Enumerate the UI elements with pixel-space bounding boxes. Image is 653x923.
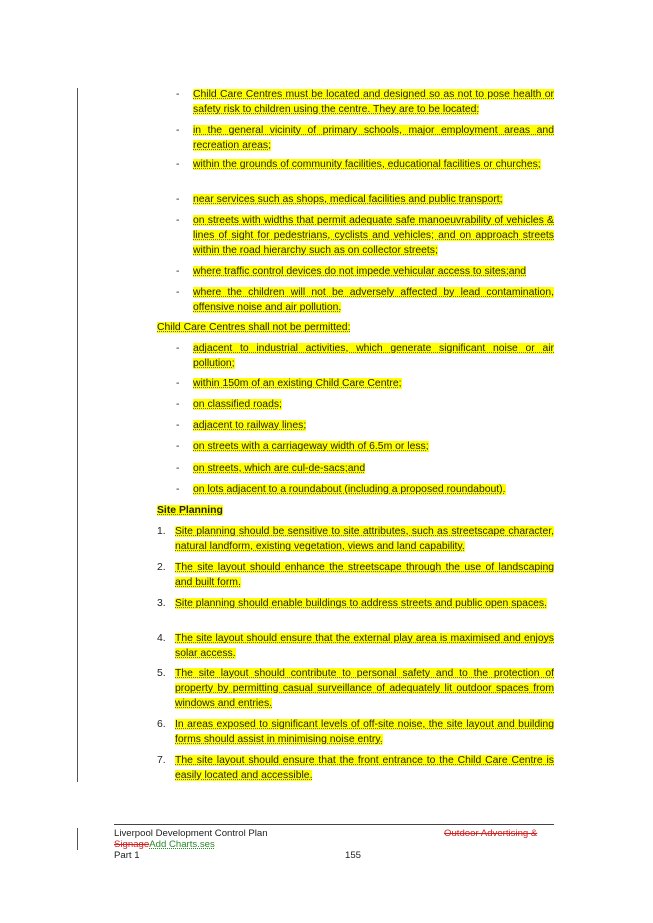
- numbered-item: Site planning should be sensitive to sit…: [175, 526, 554, 552]
- footer-signage-deleted: Signage: [114, 839, 150, 850]
- bullet-marker: -: [176, 215, 180, 226]
- numbered-item: The site layout should ensure that the f…: [175, 755, 554, 781]
- bullet-item: on streets, which are cul-de-sacs;and: [193, 463, 366, 474]
- bullet-item: in the general vicinity of primary schoo…: [193, 125, 554, 151]
- bullet-item: on streets with a carriageway width of 6…: [193, 441, 429, 452]
- numbered-item: The site layout should contribute to per…: [175, 668, 554, 709]
- numbered-item: In areas exposed to significant levels o…: [175, 719, 554, 745]
- footer-signage-inserted: Add Charts.ses: [149, 839, 215, 850]
- page-number: 155: [345, 850, 362, 861]
- list-number: 5.: [157, 668, 166, 679]
- bullet-item: on lots adjacent to a roundabout (includ…: [193, 484, 506, 495]
- footer-part-title-deleted: Outdoor Advertising &: [444, 828, 538, 839]
- footer-signage-line: SignageAdd Charts.ses: [114, 839, 215, 850]
- bullet-marker: -: [176, 287, 180, 298]
- bullet-item: adjacent to industrial activities, which…: [193, 343, 554, 369]
- bullet-item: within the grounds of community faciliti…: [193, 159, 541, 170]
- bullet-marker: -: [176, 266, 180, 277]
- change-bar-main: [77, 88, 78, 782]
- not-permitted-intro: Child Care Centres shall not be permitte…: [157, 322, 351, 333]
- bullet-item: where traffic control devices do not imp…: [193, 266, 527, 277]
- bullet-marker: -: [176, 463, 180, 474]
- bullet-marker: -: [176, 343, 180, 354]
- section-heading: Site Planning: [157, 505, 223, 516]
- bullet-marker: -: [176, 159, 180, 170]
- list-number: 1.: [157, 526, 166, 537]
- list-number: 4.: [157, 633, 166, 644]
- numbered-item: The site layout should enhance the stree…: [175, 562, 554, 588]
- list-number: 6.: [157, 719, 166, 730]
- footer-part: Part 1: [114, 850, 140, 861]
- numbered-item: The site layout should ensure that the e…: [175, 633, 554, 659]
- bullet-marker: -: [176, 89, 180, 100]
- list-number: 3.: [157, 598, 166, 609]
- footer-part-title: Outdoor Advertising &: [444, 828, 537, 839]
- bullet-marker: -: [176, 441, 180, 452]
- bullet-item: on streets with widths that permit adequ…: [193, 215, 554, 256]
- bullet-marker: -: [176, 125, 180, 136]
- list-number: 7.: [157, 755, 166, 766]
- bullet-item: near services such as shops, medical fac…: [193, 194, 503, 205]
- footer-plan-title: Liverpool Development Control Plan: [114, 828, 268, 839]
- bullet-item: within 150m of an existing Child Care Ce…: [193, 378, 402, 389]
- bullet-marker: -: [176, 399, 180, 410]
- bullet-marker: -: [176, 378, 180, 389]
- bullet-marker: -: [176, 484, 180, 495]
- bullet-marker: -: [176, 420, 180, 431]
- numbered-item: Site planning should enable buildings to…: [175, 598, 548, 609]
- bullet-item: on classified roads;: [193, 399, 282, 410]
- change-bar-footer: [77, 828, 78, 850]
- bullet-item: adjacent to railway lines;: [193, 420, 307, 431]
- list-number: 2.: [157, 562, 166, 573]
- footer-rule: [114, 824, 554, 825]
- bullet-item: where the children will not be adversely…: [193, 287, 554, 313]
- bullet-marker: -: [176, 194, 180, 205]
- bullet-item: Child Care Centres must be located and d…: [193, 89, 554, 115]
